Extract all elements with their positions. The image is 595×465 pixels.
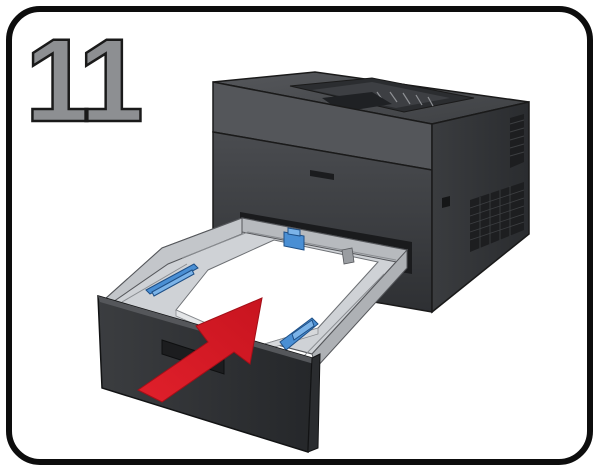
printer-illustration (97, 71, 530, 454)
paper-guides (145, 227, 319, 351)
insert-arrow-icon (137, 297, 263, 403)
step-frame: 11 (6, 6, 593, 465)
step-number: 11 (24, 15, 145, 147)
